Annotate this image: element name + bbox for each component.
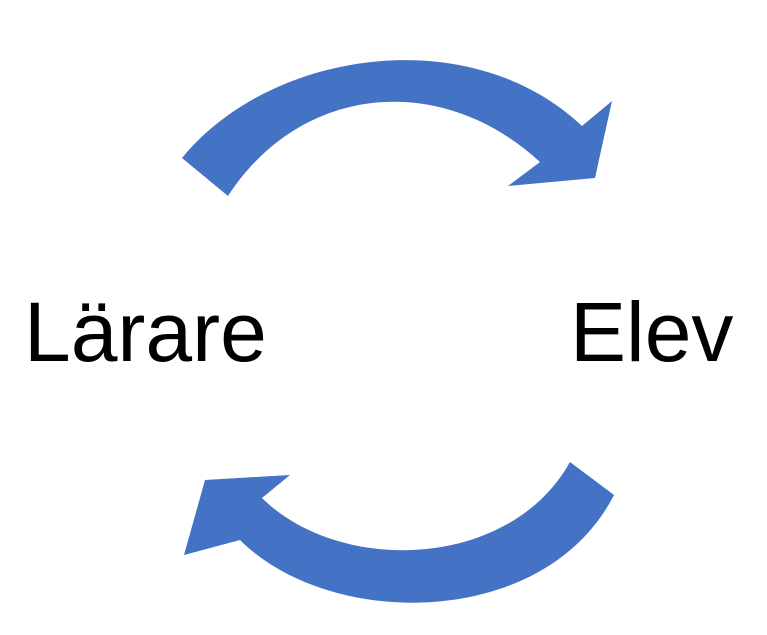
curved-arrow-left-icon: [184, 462, 614, 603]
node-label-elev: Elev: [570, 285, 734, 379]
node-label-larare: Lärare: [24, 285, 267, 379]
curved-arrow-right-icon: [182, 60, 612, 196]
